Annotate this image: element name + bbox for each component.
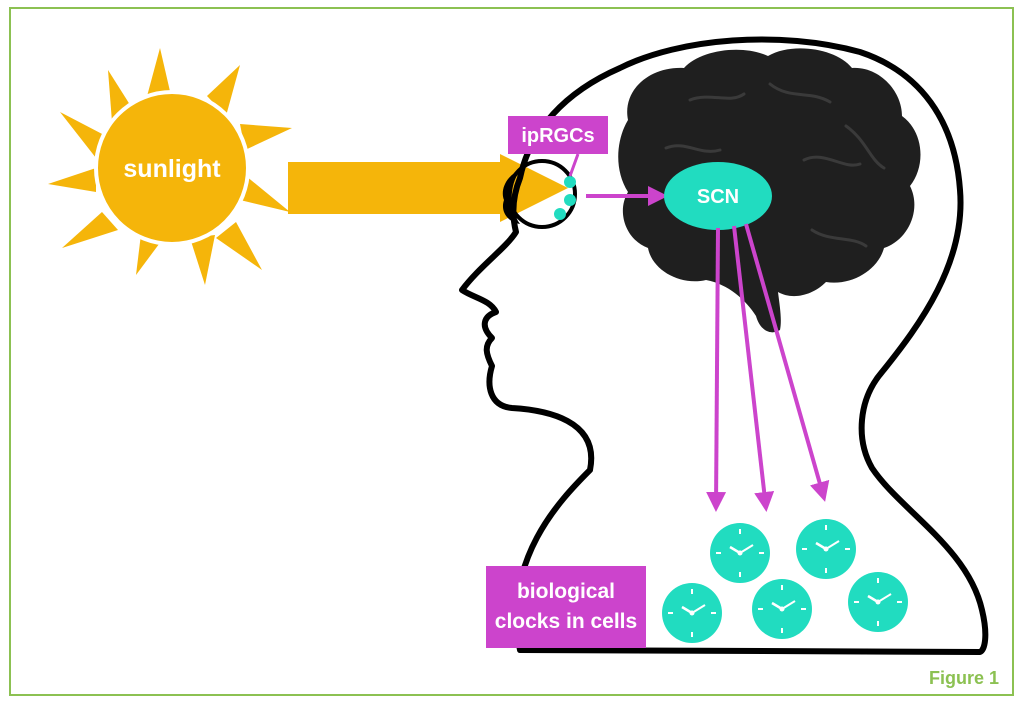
clocks-label-line2: clocks in cells bbox=[495, 610, 637, 633]
clock-icon bbox=[710, 523, 770, 583]
scn-label: SCN bbox=[697, 186, 739, 208]
clocks-label-box bbox=[486, 566, 646, 648]
clocks-label-line1: biological bbox=[517, 580, 615, 603]
figure-caption-label: Figure 1 bbox=[929, 668, 999, 689]
clocks-group bbox=[662, 519, 908, 643]
iprgcs-label: ipRGCs bbox=[521, 125, 594, 147]
clock-icon bbox=[848, 572, 908, 632]
sun-label: sunlight bbox=[123, 155, 221, 183]
clock-icon bbox=[796, 519, 856, 579]
clock-icon bbox=[662, 583, 722, 643]
iprgcs-pointer bbox=[570, 154, 578, 176]
clock-icon bbox=[752, 579, 812, 639]
arrow-to-clock-1 bbox=[716, 228, 718, 508]
